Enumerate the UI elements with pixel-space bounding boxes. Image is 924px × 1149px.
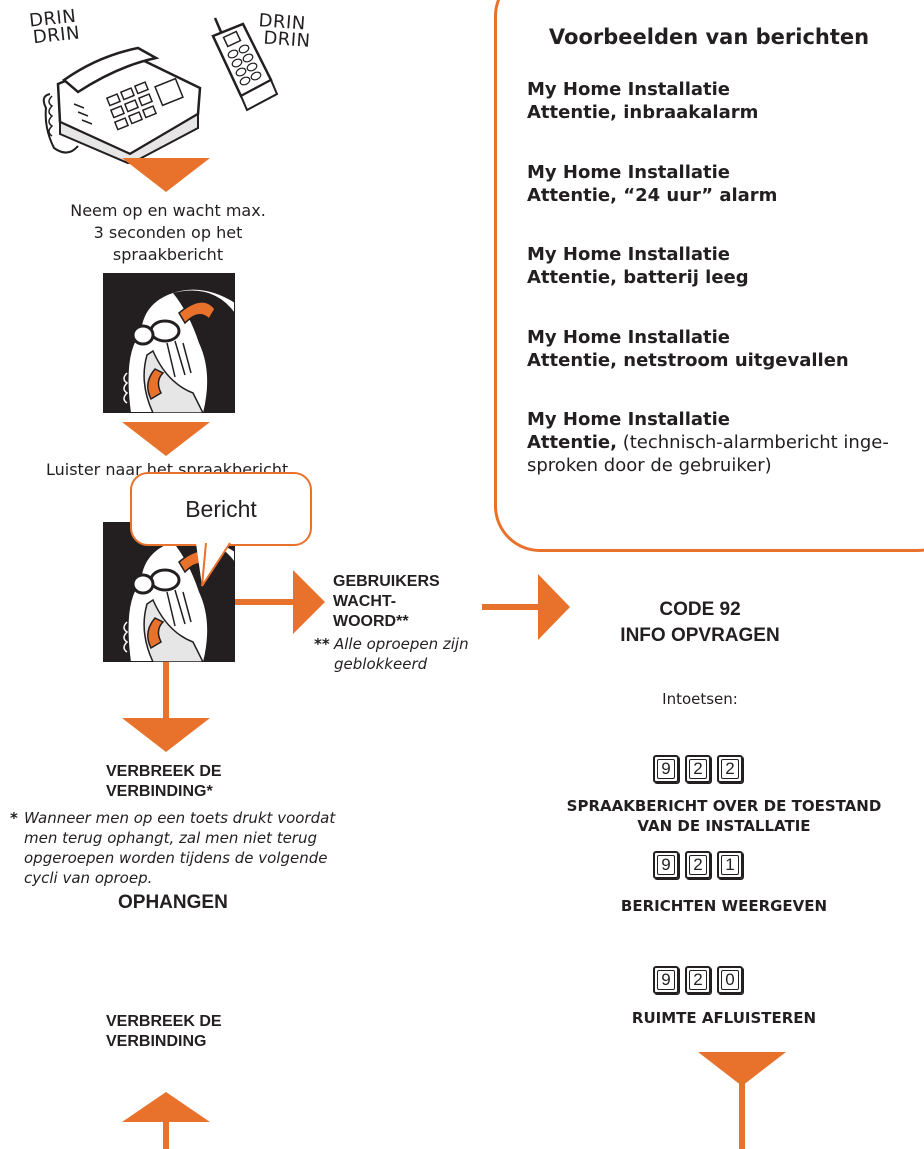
arrow-down-icon: [122, 662, 210, 752]
messages-box: [494, 0, 924, 552]
footnote-line: men terug ophangt, zal men niet terug: [24, 829, 318, 847]
key-button[interactable]: 2: [717, 755, 743, 783]
note-line: Alle oproepen zijn: [334, 635, 469, 653]
footnote: *Wanneer men op een toets drukt voordat …: [10, 808, 380, 888]
disconnect-line: VERBINDING: [106, 1033, 207, 1050]
key-button[interactable]: 2: [685, 966, 711, 994]
footnote-line: Wanneer men op een toets drukt voordat: [24, 809, 336, 827]
option-label: RUIMTE AFLUISTEREN: [524, 1008, 924, 1028]
speech-bubble: Bericht: [130, 472, 312, 546]
message-line: My Home Installatie: [527, 327, 731, 348]
message-line: Attentie, inbraakalarm: [527, 102, 759, 123]
key-button[interactable]: 9: [653, 755, 679, 783]
arrow-down-icon: [122, 422, 210, 456]
key-button[interactable]: 1: [717, 851, 743, 879]
message-line: My Home Installatie: [527, 244, 731, 265]
key-button[interactable]: 2: [685, 851, 711, 879]
disconnect-line: VERBREEK DE: [106, 1013, 222, 1030]
message-line: (technisch-alarmbericht inge-: [616, 432, 889, 453]
disconnect-line: VERBINDING*: [106, 783, 213, 800]
mobile-phone-icon: [211, 17, 279, 112]
disconnect-label: VERBREEK DE VERBINDING*: [106, 762, 222, 802]
person-on-phone-image: [103, 273, 235, 413]
message-line: My Home Installatie: [527, 162, 731, 183]
option-label-line: RUIMTE AFLUISTEREN: [631, 1009, 817, 1027]
desk-phone-icon: [42, 46, 202, 164]
arrow-right-icon: [482, 574, 570, 640]
code-title: CODE 92 INFO OPVRAGEN: [570, 597, 830, 649]
disconnect-label: VERBREEK DE VERBINDING: [106, 1012, 222, 1052]
key-button[interactable]: 2: [685, 755, 711, 783]
bubble-tail: [196, 542, 231, 587]
answer-line: 3 seconden op het: [93, 223, 243, 242]
note-marker: **: [314, 635, 330, 653]
message-line: sproken door de gebruiker): [527, 455, 772, 476]
note-line: geblokkeerd: [334, 655, 428, 673]
intoetsen-label: Intoetsen:: [662, 690, 738, 708]
message-line: My Home Installatie: [527, 409, 731, 430]
message-line: Attentie, “24 uur” alarm: [527, 185, 778, 206]
option-label-line: VAN DE INSTALLATIE: [637, 817, 811, 835]
bubble-text: Bericht: [185, 496, 257, 522]
footnote-marker: *: [10, 809, 18, 827]
footnote-line: cycli van oproep.: [24, 869, 153, 887]
password-line: GEBRUIKERS: [333, 573, 440, 590]
message-line: Attentie,: [527, 432, 617, 453]
password-note: **Alle oproepen zijn geblokkeerd: [314, 634, 469, 674]
message-item: My Home Installatie Attentie, “24 uur” a…: [527, 161, 924, 207]
message-item: My Home Installatie Attentie, batterij l…: [527, 243, 924, 289]
option-label-line: SPRAAKBERICHT OVER DE TOESTAND: [566, 797, 882, 815]
hangup-label: OPHANGEN: [118, 892, 228, 913]
arrow-up-icon: [122, 1092, 210, 1149]
arrow-down-icon: [698, 1052, 786, 1149]
code-line: CODE 92: [659, 599, 741, 620]
option-label-line: BERICHTEN WEERGEVEN: [620, 897, 828, 915]
key-button[interactable]: 0: [717, 966, 743, 994]
password-line: WOORD**: [333, 613, 409, 630]
disconnect-line: VERBREEK DE: [106, 763, 222, 780]
arrow-down-icon: [122, 158, 210, 192]
message-item: My Home Installatie Attentie, inbraakala…: [527, 78, 924, 124]
messages-box-title: Voorbeelden van berichten: [548, 25, 870, 49]
code-line: INFO OPVRAGEN: [620, 625, 780, 646]
option-label: BERICHTEN WEERGEVEN: [524, 896, 924, 916]
message-line: My Home Installatie: [527, 79, 731, 100]
key-button[interactable]: 9: [653, 851, 679, 879]
message-line: Attentie, batterij leeg: [527, 267, 749, 288]
message-item: My Home Installatie Attentie, netstroom …: [527, 326, 924, 372]
answer-line: spraakbericht: [112, 245, 224, 264]
answer-instructions: Neem op en wacht max. 3 seconden op het …: [50, 200, 286, 266]
answer-line: Neem op en wacht max.: [70, 201, 266, 220]
message-item: My Home Installatie Attentie, (technisch…: [527, 408, 924, 477]
password-line: WACHT-: [333, 593, 397, 610]
message-line: Attentie, netstroom uitgevallen: [527, 350, 849, 371]
arrow-right-icon: [235, 570, 325, 634]
option-label: SPRAAKBERICHT OVER DE TOESTAND VAN DE IN…: [524, 796, 924, 836]
user-password-label: GEBRUIKERS WACHT- WOORD**: [333, 572, 440, 632]
key-button[interactable]: 9: [653, 966, 679, 994]
footnote-line: opgeroepen worden tijdens de volgende: [24, 849, 328, 867]
